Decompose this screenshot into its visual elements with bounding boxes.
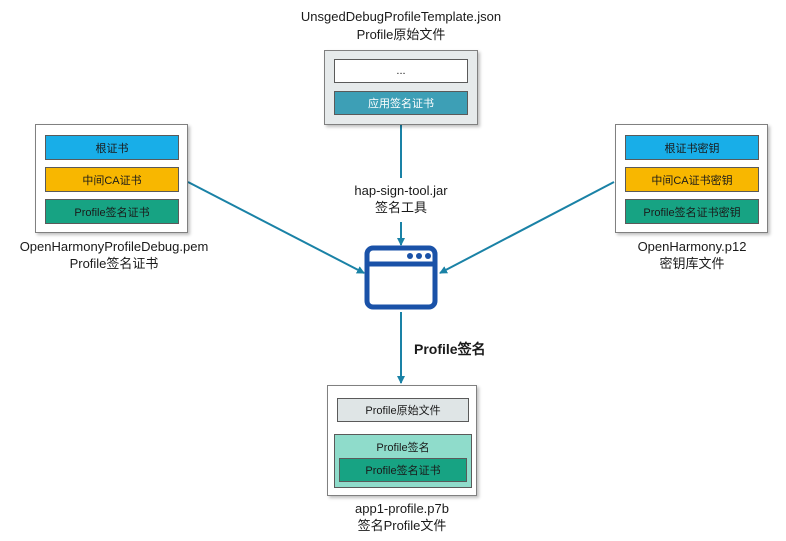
left-file-name: OpenHarmonyProfileDebug.pem bbox=[19, 239, 209, 254]
right-cell-root-key: 根证书密钥 bbox=[625, 135, 759, 160]
left-cell-intermediate-cert: 中间CA证书 bbox=[45, 167, 179, 192]
right-cell-profile-key: Profile签名证书密钥 bbox=[625, 199, 759, 224]
bottom-file-desc: 签名Profile文件 bbox=[357, 518, 447, 533]
top-file-name: UnsgedDebugProfileTemplate.json bbox=[300, 9, 502, 24]
right-file-box: 根证书密钥 中间CA证书密钥 Profile签名证书密钥 bbox=[615, 124, 768, 233]
bottom-sign-group-label: Profile签名 bbox=[376, 442, 430, 454]
left-file-box: 根证书 中间CA证书 Profile签名证书 bbox=[35, 124, 188, 233]
tool-desc: 签名工具 bbox=[301, 200, 501, 216]
bottom-file-box: Profile原始文件 Profile签名 Profile签名证书 bbox=[327, 385, 477, 496]
bottom-file-name: app1-profile.p7b bbox=[355, 501, 449, 516]
bottom-cell-sign-cert: Profile签名证书 bbox=[339, 458, 467, 482]
right-file-desc: 密钥库文件 bbox=[659, 256, 725, 271]
right-cell-intermediate-key: 中间CA证书密钥 bbox=[625, 167, 759, 192]
action-label: Profile签名 bbox=[414, 341, 486, 357]
tool-name: hap-sign-tool.jar bbox=[301, 183, 501, 199]
top-file-box: ... 应用签名证书 bbox=[324, 50, 478, 125]
top-cell-ellipsis: ... bbox=[334, 59, 468, 83]
application-window-icon bbox=[364, 245, 438, 310]
arrow-left-to-tool bbox=[187, 181, 365, 274]
left-file-desc: Profile签名证书 bbox=[69, 256, 159, 271]
bottom-cell-original: Profile原始文件 bbox=[337, 398, 469, 422]
top-file-desc: Profile原始文件 bbox=[356, 27, 446, 42]
top-cell-app-cert: 应用签名证书 bbox=[334, 91, 468, 115]
left-cell-profile-cert: Profile签名证书 bbox=[45, 199, 179, 224]
left-cell-root-cert: 根证书 bbox=[45, 135, 179, 160]
right-file-name: OpenHarmony.p12 bbox=[637, 239, 747, 254]
arrow-right-to-tool bbox=[439, 181, 615, 274]
